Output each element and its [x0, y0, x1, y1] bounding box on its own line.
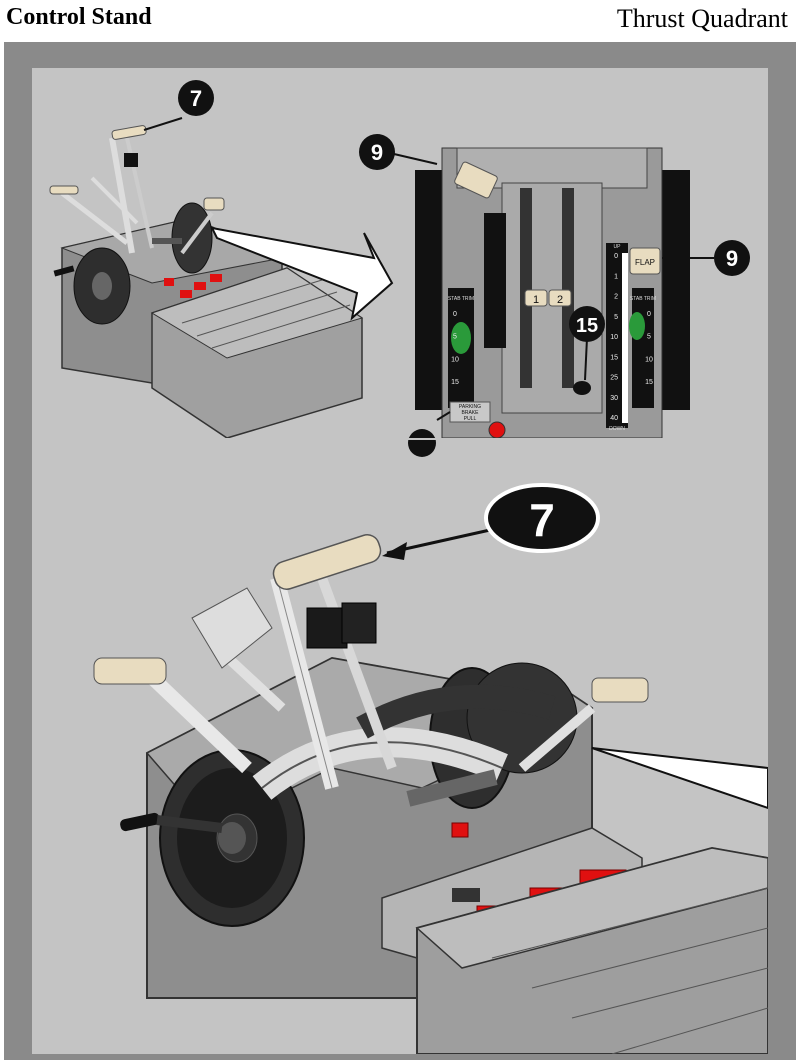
red-switch [451, 822, 469, 838]
scale-tick-label: 10 [610, 334, 618, 341]
svg-text:BRAKE: BRAKE [462, 410, 480, 416]
callout-partial [408, 429, 436, 457]
trim-left-scale: 0 5 10 15 [451, 311, 459, 386]
leader-line [584, 337, 588, 381]
header: Control Stand Thrust Quadrant [0, 0, 800, 40]
left-lever-handle [93, 657, 167, 685]
scale-tick-label: 2 [614, 294, 618, 301]
small-control-stand [49, 125, 364, 439]
svg-text:7: 7 [190, 86, 202, 111]
svg-text:15: 15 [576, 315, 598, 337]
scale-tick-label: 5 [647, 334, 651, 341]
callout-speedbrake: 9 [359, 134, 395, 170]
thrust-lever-1-label: 1 [533, 294, 539, 306]
zoom-arrow [210, 226, 394, 321]
right-lever-handle [591, 677, 649, 703]
callout-stab-trim-cutout: 15 [569, 306, 605, 342]
flap-down-label: DOWN [609, 426, 625, 432]
speedbrake-handle [454, 161, 498, 199]
scale-tick-label: 0 [647, 311, 651, 318]
enlarged-control-stand [93, 534, 768, 1054]
diagram-svg: 7 1 2 [32, 80, 768, 1054]
callout-flap: 9 [714, 240, 750, 276]
scale-tick-label: 30 [610, 395, 618, 402]
callout-enlarged-throttle: 7 [484, 483, 600, 553]
page-title-control-stand: Control Stand [6, 4, 152, 30]
thrust-lever-2-label: 2 [557, 294, 563, 306]
svg-text:9: 9 [371, 140, 383, 165]
scale-tick-label: 15 [610, 354, 618, 361]
svg-text:PULL: PULL [464, 416, 477, 422]
scale-tick-label: 15 [451, 379, 459, 386]
diagram-frame: 7 1 2 [4, 42, 796, 1060]
thrust-lever-2 [548, 289, 572, 307]
scale-tick-label: 0 [453, 311, 457, 318]
stab-trim-right-label: STAB TRIM [630, 296, 656, 302]
scale-tick-label: 40 [610, 415, 618, 422]
svg-text:9: 9 [726, 246, 738, 271]
scale-tick-label: 5 [614, 314, 618, 321]
svg-text:7: 7 [529, 494, 555, 546]
flap-up-label: UP [614, 244, 622, 250]
scale-tick-label: 0 [614, 253, 618, 260]
scale-tick-label: 10 [451, 356, 459, 363]
leader-line [393, 153, 438, 165]
scale-tick-label: 15 [645, 379, 653, 386]
diagram-panel: 7 1 2 [32, 68, 768, 1054]
scale-tick-label: 5 [453, 334, 457, 341]
left-rail [415, 170, 443, 410]
page-title-thrust-quadrant: Thrust Quadrant [616, 4, 788, 33]
stab-trim-left-label: STAB TRIM [448, 296, 474, 302]
svg-text:PARKING: PARKING [459, 404, 481, 410]
flap-knob-label: FLAP [635, 258, 655, 267]
trim-right-scale: 0 5 10 15 [645, 311, 653, 386]
thrust-lever-1 [524, 289, 548, 307]
right-rail [662, 170, 690, 410]
callout-throttle: 7 [178, 80, 214, 116]
flap-lever-knob [629, 247, 661, 275]
scale-tick-label: 25 [610, 375, 618, 382]
leader-line [143, 117, 183, 131]
scale-tick-label: 10 [645, 356, 653, 363]
throttle-handle [272, 534, 382, 590]
scale-tick-label: 1 [614, 273, 618, 280]
parking-brake-light [488, 421, 506, 439]
